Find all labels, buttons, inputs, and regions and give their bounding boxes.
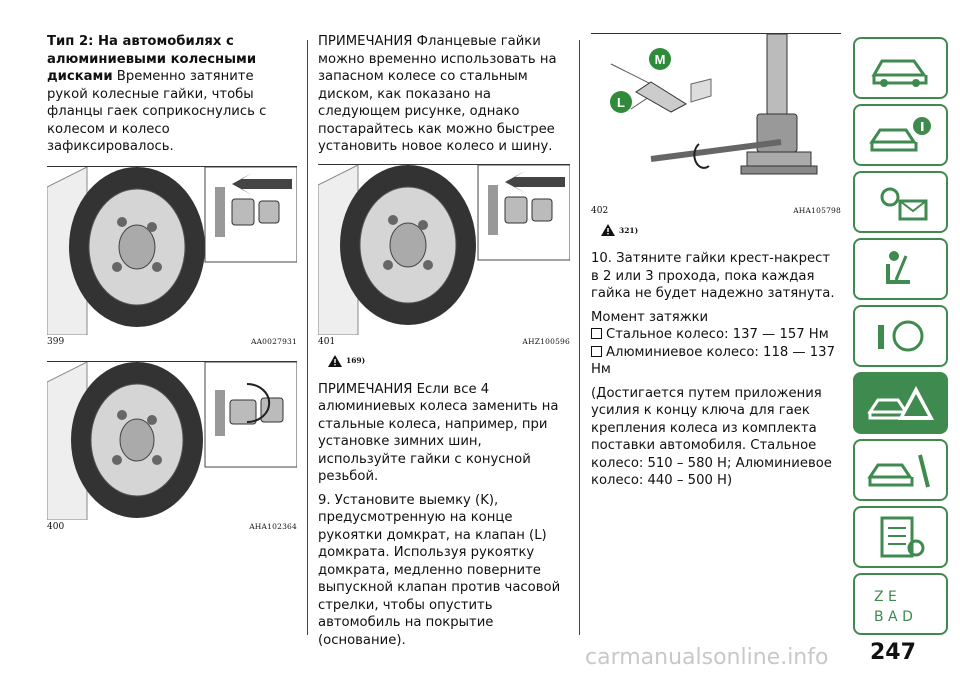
watermark: carmanualsonline.info	[585, 645, 829, 670]
torque-note: (Достигается путем приложения усилия к к…	[591, 385, 832, 489]
tab-driving[interactable]	[853, 305, 948, 367]
note-paragraph: ПРИМЕЧАНИЯ Если все 4 алюминиевых колеса…	[318, 381, 570, 486]
column-divider	[579, 40, 580, 635]
figure-number: 400	[47, 521, 65, 532]
label-l: L	[617, 95, 625, 110]
torque-title: Момент затяжки	[591, 309, 709, 325]
tab-specs[interactable]	[853, 506, 948, 568]
wheel-nut-tighten-illustration	[47, 361, 297, 520]
car-info-icon	[868, 117, 931, 152]
car-warning-triangle-icon	[866, 386, 934, 420]
svg-text:B A D: B A D	[874, 609, 913, 625]
tab-dashboard[interactable]	[853, 37, 948, 99]
alphabet-index-icon: Z E B A D	[874, 589, 913, 625]
step-10: 10. Затяните гайки крест-накрест в 2 или…	[591, 251, 835, 301]
torque-item-steel: Стальное колесо: 137 — 157 Нм	[591, 326, 841, 344]
figure-number: 399	[47, 336, 65, 347]
tab-info[interactable]	[853, 104, 948, 166]
tab-lights[interactable]	[853, 171, 948, 233]
lights-mail-icon	[880, 187, 927, 221]
warning-triangle-icon	[601, 224, 615, 236]
warning-ref-number: 321)	[619, 225, 639, 235]
section-body: Временно затяните рукой колесные гайки, …	[47, 69, 267, 154]
note-paragraph: ПРИМЕЧАНИЯ Фланцевые гайки можно временн…	[318, 33, 570, 156]
car-wrench-icon	[866, 454, 930, 488]
note-text: Фланцевые гайки можно временно использов…	[318, 34, 557, 154]
figure-402: M L 402 AHA105798	[591, 33, 841, 216]
section-text: Тип 2: На автомобилях с алюминиевыми кол…	[47, 33, 297, 156]
figure-400: 400 AHA102364	[47, 360, 297, 532]
column-3: M L 402 AHA105798 321) 10. Затяните гайк…	[591, 33, 841, 496]
column-2: ПРИМЕЧАНИЯ Фланцевые гайки можно временн…	[318, 33, 570, 655]
tab-safety[interactable]	[853, 238, 948, 300]
car-dashboard-icon	[870, 59, 927, 87]
warning-triangle-icon	[328, 354, 342, 367]
torque-steel-text: Стальное колесо: 137 — 157 Нм	[606, 327, 829, 342]
bullet-square-icon	[591, 345, 602, 357]
torque-alu-text: Алюминиевое колесо: 118 — 137 Нм	[591, 344, 835, 378]
figure-code: AA0027931	[250, 336, 297, 346]
figure-number: 402	[591, 206, 609, 216]
wheel-flange-nut-illustration	[47, 166, 297, 335]
bullet-square-icon	[591, 328, 602, 339]
chapter-tabs: Z E B A D	[853, 37, 950, 640]
figure-caption: 399 AA0027931	[47, 337, 297, 347]
column-divider	[307, 40, 308, 635]
figure-code: AHA105798	[793, 206, 841, 215]
note-text: Если все 4 алюминиевых колеса заменить н…	[318, 381, 559, 485]
warning-reference: 169)	[328, 354, 570, 367]
figure-number: 401	[318, 336, 336, 347]
figure-caption: 401 AHZ100596	[318, 337, 570, 347]
figure-399: 399 AA0027931	[47, 165, 297, 347]
warning-reference: 321)	[601, 224, 841, 236]
key-steering-icon	[877, 320, 923, 352]
jack-release-valve-illustration: M L	[591, 34, 841, 204]
section-heading: Тип 2: На автомобилях с алюминиевыми кол…	[47, 34, 257, 84]
label-m: M	[655, 52, 666, 67]
torque-item-alu: Алюминиевое колесо: 118 — 137 Нм	[591, 344, 841, 379]
column-1: Тип 2: На автомобилях с алюминиевыми кол…	[47, 33, 297, 532]
figure-caption: 400 AHA102364	[47, 522, 297, 532]
note-label: ПРИМЕЧАНИЯ	[318, 34, 413, 49]
figure-caption: 402 AHA105798	[591, 206, 841, 216]
seat-airbag-icon	[885, 251, 910, 284]
checklist-icon	[880, 516, 924, 558]
step-9: 9. Установите выемку (K), предусмотренну…	[318, 492, 561, 648]
tab-maintenance[interactable]	[853, 439, 948, 501]
figure-code: AHA102364	[249, 521, 297, 531]
tab-index[interactable]: Z E B A D	[853, 573, 948, 635]
tab-emergency[interactable]	[853, 372, 948, 434]
page-number: 247	[870, 640, 916, 665]
spare-wheel-flange-nut-illustration	[318, 164, 570, 335]
warning-ref-number: 169)	[346, 356, 366, 365]
figure-code: AHZ100596	[522, 336, 570, 346]
note-label: ПРИМЕЧАНИЯ	[318, 381, 413, 397]
figure-401: 401 AHZ100596	[318, 163, 570, 347]
svg-text:Z E: Z E	[874, 589, 897, 605]
